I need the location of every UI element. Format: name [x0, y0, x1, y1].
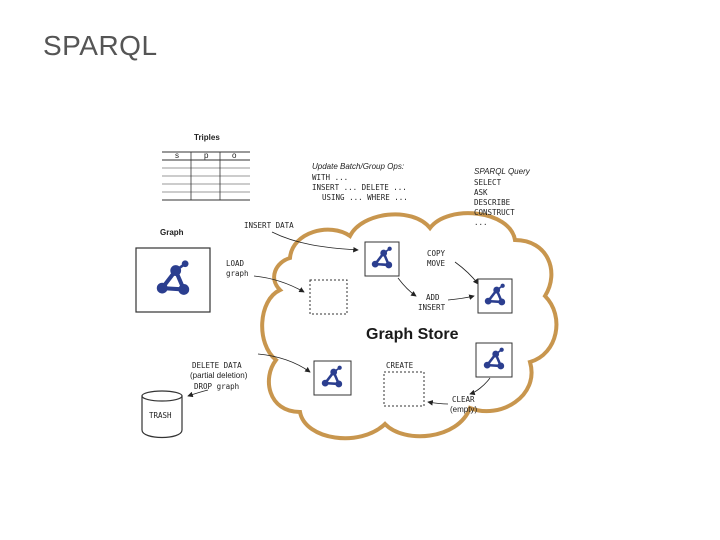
insert-label: INSERT: [418, 303, 446, 312]
copy-move-arrow: [454, 261, 479, 285]
load-label: LOAD: [226, 259, 245, 268]
store-graph-top: [364, 241, 400, 277]
delete-data-label: DELETE DATA: [192, 361, 242, 370]
partial-deletion-label: (partial deletion): [190, 371, 248, 380]
store-graph-empty-load: [309, 279, 348, 315]
add-label: ADD: [426, 293, 440, 302]
sparql-query-construct: CONSTRUCT: [474, 208, 515, 217]
sparql-query-describe: DESCRIBE: [474, 198, 511, 207]
triples-col-o: o: [232, 151, 237, 160]
trash-can: [141, 390, 183, 439]
clear-label: CLEAR: [452, 395, 475, 404]
create-label: CREATE: [386, 361, 414, 370]
update-ops-line-1: WITH ...: [312, 173, 348, 182]
sparql-query-ellipsis: ...: [474, 218, 488, 227]
top-to-add-arrow: [397, 277, 417, 297]
store-graph-empty-create: [383, 371, 425, 407]
store-graph-right-bottom: [475, 342, 513, 378]
copy-label: COPY: [427, 249, 446, 258]
load-graph-label: graph: [226, 269, 249, 278]
graph-store-label: Graph Store: [366, 326, 459, 343]
triples-title: Triples: [194, 133, 220, 142]
store-graph-bottom-left: [313, 360, 352, 396]
sparql-query-select: SELECT: [474, 178, 502, 187]
triples-table: [162, 151, 250, 201]
right-to-clear-arrow: [469, 377, 491, 396]
triples-col-s: s: [175, 151, 179, 160]
graph-label: Graph: [160, 228, 184, 237]
load-arrow: [253, 275, 305, 293]
move-label: MOVE: [427, 259, 446, 268]
trash-label: TRASH: [149, 411, 172, 420]
empty-label: (empty): [450, 405, 477, 414]
sparql-query-ask: ASK: [474, 188, 488, 197]
drop-arrow: [187, 389, 209, 398]
add-insert-arrow: [447, 294, 475, 301]
sparql-query-title: SPARQL Query: [474, 167, 531, 176]
clear-arrow: [427, 400, 449, 406]
update-ops-line-3: USING ... WHERE ...: [322, 193, 408, 202]
triples-col-p: p: [204, 151, 209, 160]
insert-data-label: INSERT DATA: [244, 221, 294, 230]
graph-box: [135, 247, 211, 313]
insert-data-arrow: [271, 231, 359, 253]
slide-title: SPARQL: [43, 30, 158, 61]
update-ops-title: Update Batch/Group Ops:: [312, 162, 404, 171]
drop-graph-label: DROP graph: [194, 382, 239, 391]
update-ops-line-2: INSERT ... DELETE ...: [312, 183, 407, 192]
store-graph-right-top: [477, 278, 513, 314]
delete-data-arrow: [257, 353, 311, 373]
